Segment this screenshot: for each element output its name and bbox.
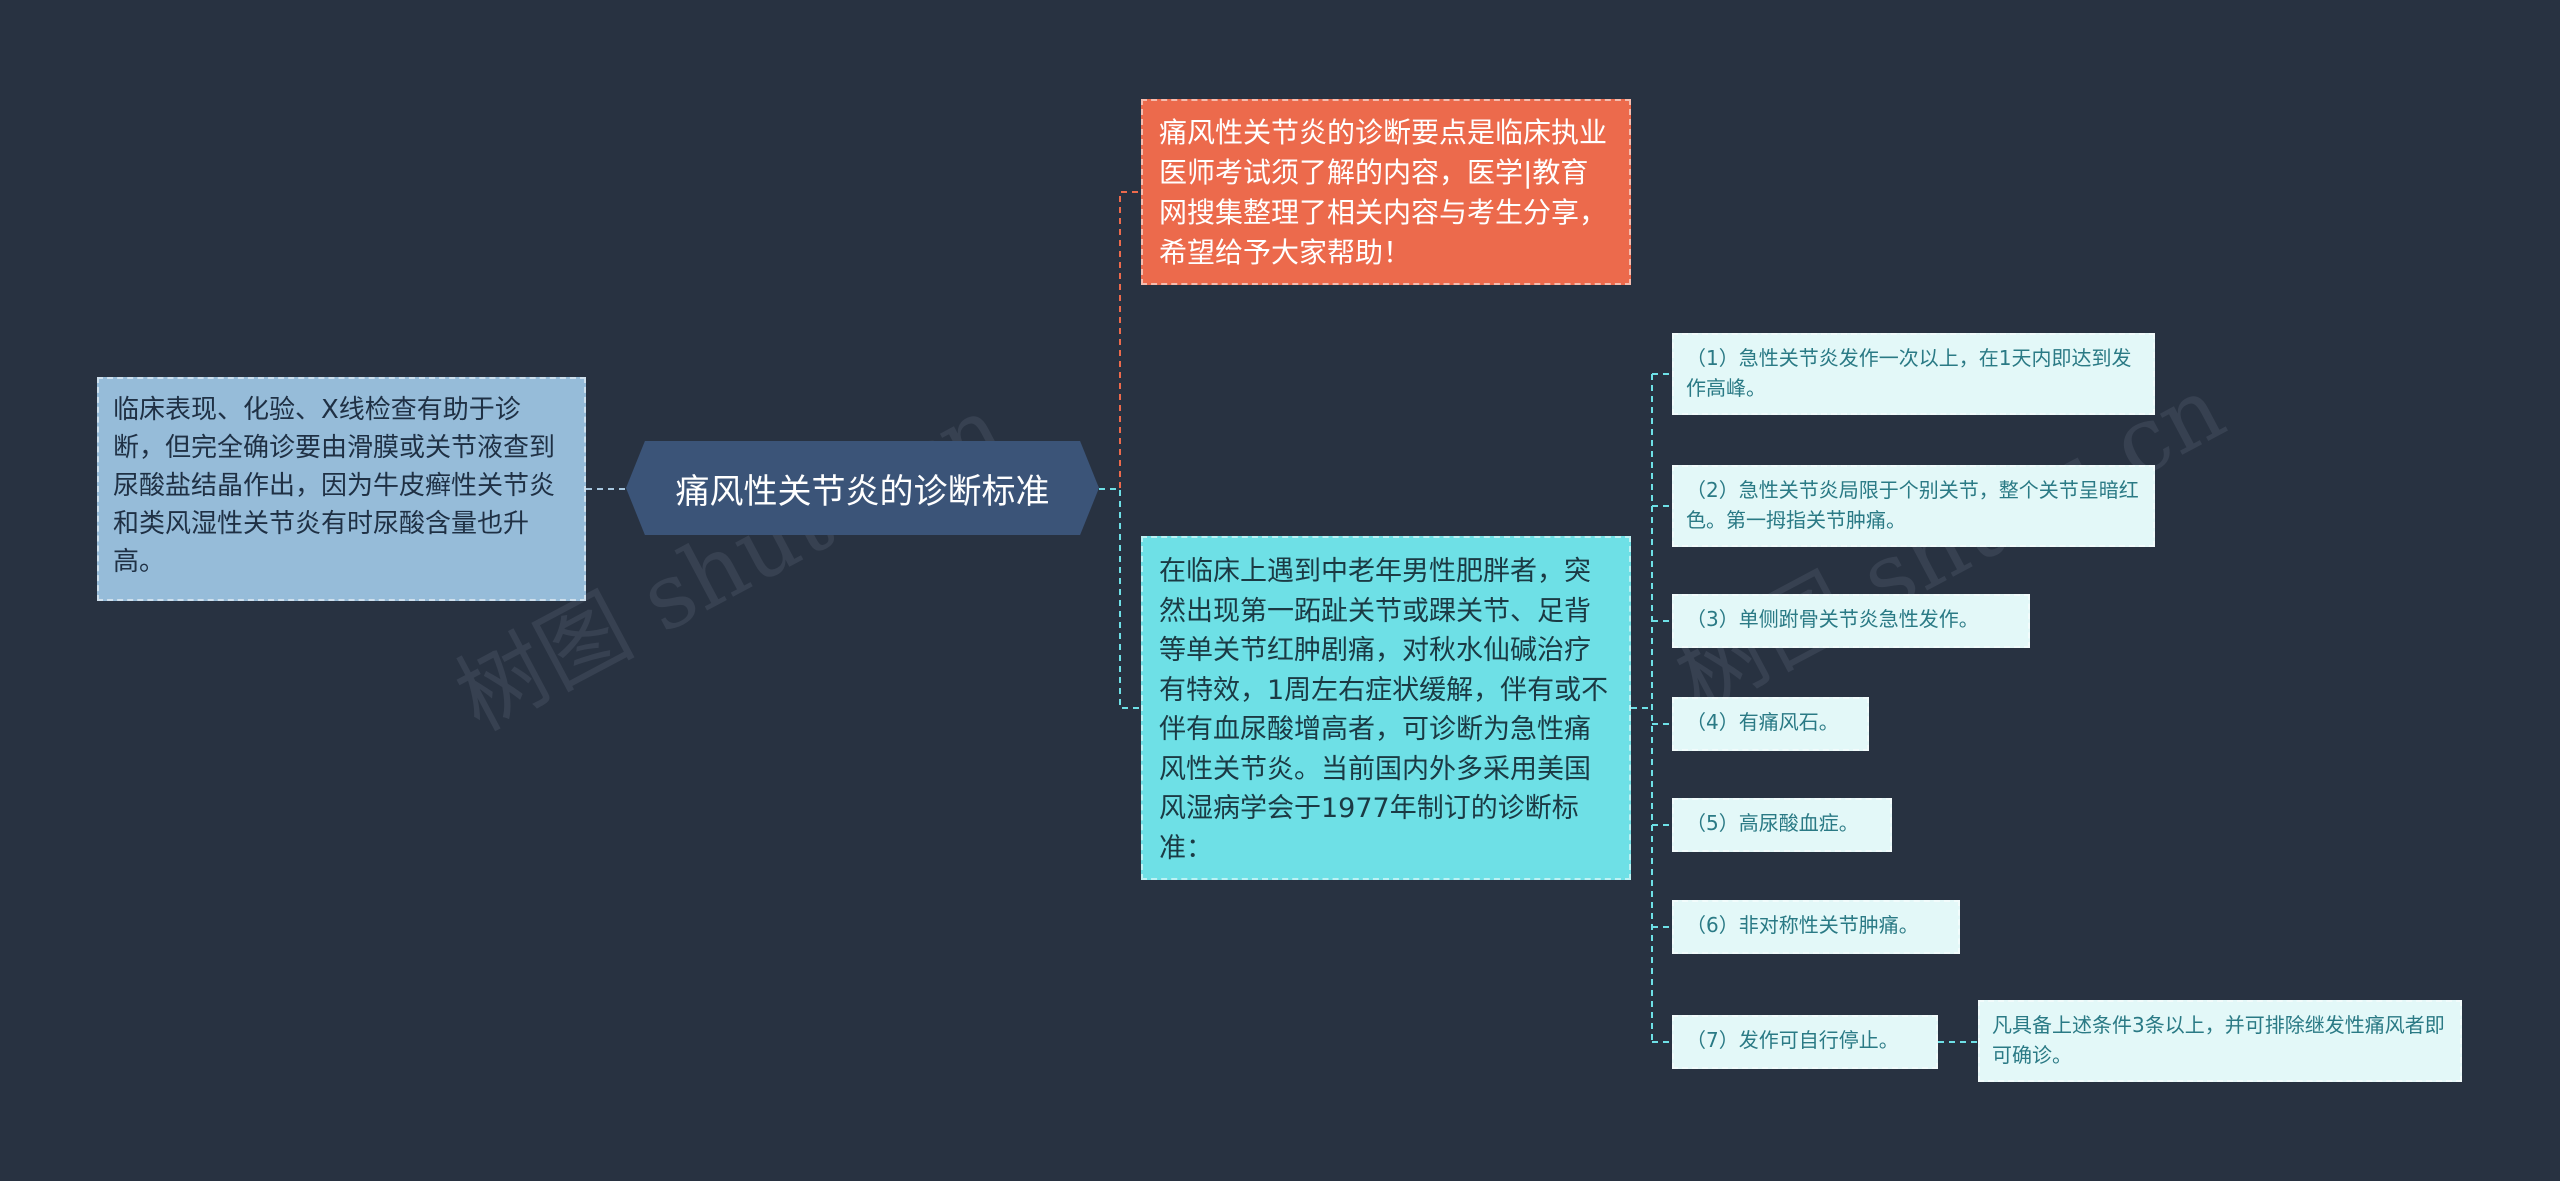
- criterion-6[interactable]: （6）非对称性关节肿痛。: [1672, 900, 1960, 954]
- criterion-2[interactable]: （2）急性关节炎局限于个别关节，整个关节呈暗红色。第一拇指关节肿痛。: [1672, 465, 2155, 547]
- intro-text: 痛风性关节炎的诊断要点是临床执业医师考试须了解的内容，医学|教育网搜集整理了相关…: [1159, 116, 1608, 269]
- criterion-text: （3）单侧跗骨关节炎急性发作。: [1686, 607, 1979, 631]
- criterion-text: （1）急性关节炎发作一次以上，在1天内即达到发作高峰。: [1686, 346, 2132, 400]
- confirm-topic[interactable]: 凡具备上述条件3条以上，并可排除继发性痛风者即可确诊。: [1978, 1000, 2462, 1082]
- criterion-text: （2）急性关节炎局限于个别关节，整个关节呈暗红色。第一拇指关节肿痛。: [1686, 478, 2139, 532]
- root-topic-label: 痛风性关节炎的诊断标准: [675, 471, 1050, 512]
- criterion-text: （7）发作可自行停止。: [1686, 1028, 1899, 1052]
- intro-topic[interactable]: 痛风性关节炎的诊断要点是临床执业医师考试须了解的内容，医学|教育网搜集整理了相关…: [1141, 99, 1631, 285]
- criterion-4[interactable]: （4）有痛风石。: [1672, 697, 1869, 751]
- criterion-1[interactable]: （1）急性关节炎发作一次以上，在1天内即达到发作高峰。: [1672, 333, 2155, 415]
- criterion-text: （6）非对称性关节肿痛。: [1686, 913, 1919, 937]
- root-topic[interactable]: 痛风性关节炎的诊断标准: [626, 441, 1099, 535]
- left-note-text: 临床表现、化验、X线检查有助于诊断，但完全确诊要由滑膜或关节液查到尿酸盐结晶作出…: [113, 395, 556, 577]
- criterion-3[interactable]: （3）单侧跗骨关节炎急性发作。: [1672, 594, 2030, 648]
- criterion-5[interactable]: （5）高尿酸血症。: [1672, 798, 1892, 852]
- left-note-topic[interactable]: 临床表现、化验、X线检查有助于诊断，但完全确诊要由滑膜或关节液查到尿酸盐结晶作出…: [97, 377, 586, 601]
- connector-root-mid: [1099, 488, 1141, 709]
- connector-root-top: [1099, 191, 1141, 490]
- diagnosis-topic[interactable]: 在临床上遇到中老年男性肥胖者，突然出现第一跖趾关节或踝关节、足背等单关节红肿剧痛…: [1141, 536, 1631, 880]
- criterion-7[interactable]: （7）发作可自行停止。: [1672, 1015, 1938, 1069]
- confirm-text: 凡具备上述条件3条以上，并可排除继发性痛风者即可确诊。: [1992, 1013, 2445, 1067]
- diagnosis-text: 在临床上遇到中老年男性肥胖者，突然出现第一跖趾关节或踝关节、足背等单关节红肿剧痛…: [1159, 556, 1609, 864]
- criterion-text: （4）有痛风石。: [1686, 710, 1839, 734]
- criterion-text: （5）高尿酸血症。: [1686, 811, 1859, 835]
